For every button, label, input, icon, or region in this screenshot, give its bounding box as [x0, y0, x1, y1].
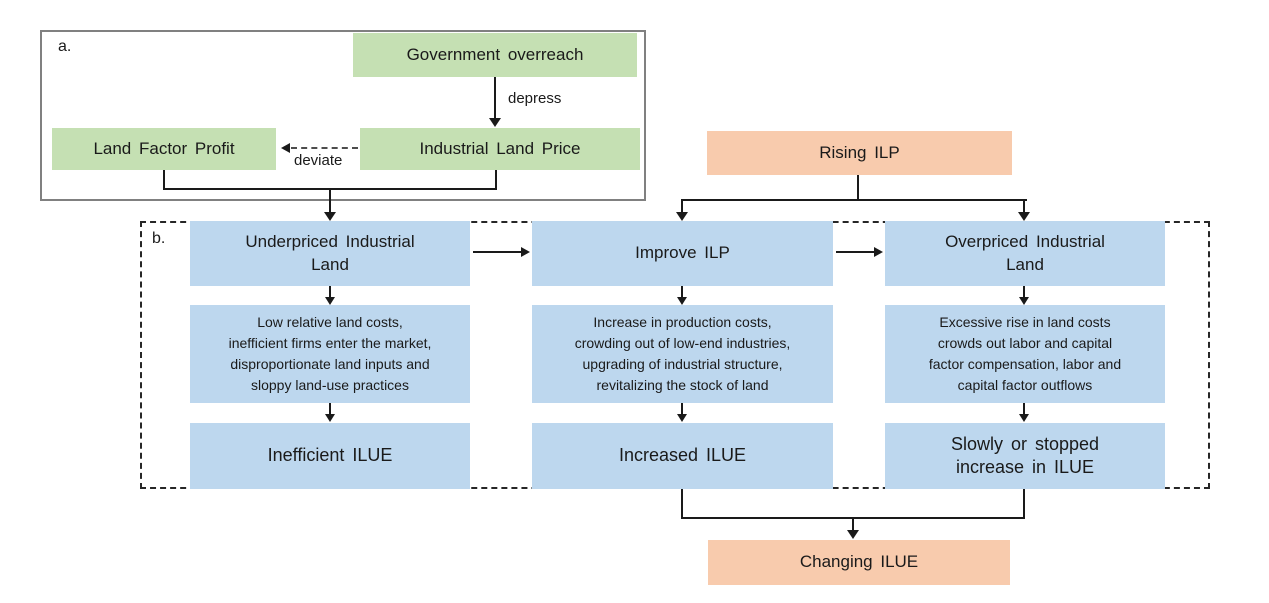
connector-line	[1023, 403, 1025, 415]
arrow-left-icon	[281, 143, 290, 153]
connector-line	[681, 286, 683, 298]
arrow-down-icon	[676, 212, 688, 221]
arrow-down-icon	[847, 530, 859, 539]
arrow-right-icon	[521, 247, 530, 257]
arrow-down-icon	[1019, 414, 1029, 422]
connector-line	[1023, 286, 1025, 298]
arrow-down-icon	[324, 212, 336, 221]
node-increased-ilue: Increased ILUE	[532, 423, 833, 489]
connector-line	[495, 170, 497, 190]
arrow-down-icon	[489, 118, 501, 127]
connector-line	[681, 199, 1027, 201]
connector-line	[494, 77, 496, 119]
connector-line	[329, 403, 331, 415]
connector-line	[1023, 489, 1025, 519]
arrow-down-icon	[1019, 297, 1029, 305]
arrow-down-icon	[677, 297, 687, 305]
node-changing-ilue: Changing ILUE	[708, 540, 1010, 585]
node-underpriced-mechanism: Low relative land costs, inefficient fir…	[190, 305, 470, 403]
node-overpriced-industrial-land: Overpriced Industrial Land	[885, 221, 1165, 286]
connector-line	[852, 517, 854, 531]
node-improve-ilp: Improve ILP	[532, 221, 833, 286]
node-underpriced-industrial-land: Underpriced Industrial Land	[190, 221, 470, 286]
node-improve-mechanism: Increase in production costs, crowding o…	[532, 305, 833, 403]
arrow-right-icon	[874, 247, 883, 257]
node-rising-ilp: Rising ILP	[707, 131, 1012, 175]
panel-a-label: a.	[58, 38, 72, 55]
node-overpriced-mechanism: Excessive rise in land costs crowds out …	[885, 305, 1165, 403]
arrow-down-icon	[677, 414, 687, 422]
connector-line	[681, 199, 683, 213]
edge-label-depress: depress	[506, 90, 564, 107]
connector-line	[681, 489, 683, 519]
connector-line	[329, 286, 331, 298]
node-slow-ilue: Slowly or stopped increase in ILUE	[885, 423, 1165, 489]
connector-line	[329, 188, 331, 213]
node-land-factor-profit: Land Factor Profit	[52, 128, 276, 170]
connector-line	[163, 170, 165, 190]
panel-b-label: b.	[152, 230, 166, 247]
connector-line	[857, 175, 859, 201]
arrow-down-icon	[325, 297, 335, 305]
connector-line	[836, 251, 876, 253]
dashed-connector-line	[291, 147, 358, 149]
connector-line	[681, 403, 683, 415]
node-inefficient-ilue: Inefficient ILUE	[190, 423, 470, 489]
connector-line	[473, 251, 522, 253]
node-government-overreach: Government overreach	[353, 33, 637, 77]
arrow-down-icon	[325, 414, 335, 422]
arrow-down-icon	[1018, 212, 1030, 221]
edge-label-deviate: deviate	[292, 152, 345, 169]
node-industrial-land-price: Industrial Land Price	[360, 128, 640, 170]
connector-line	[1023, 199, 1025, 213]
panel-a-frame	[40, 30, 646, 201]
